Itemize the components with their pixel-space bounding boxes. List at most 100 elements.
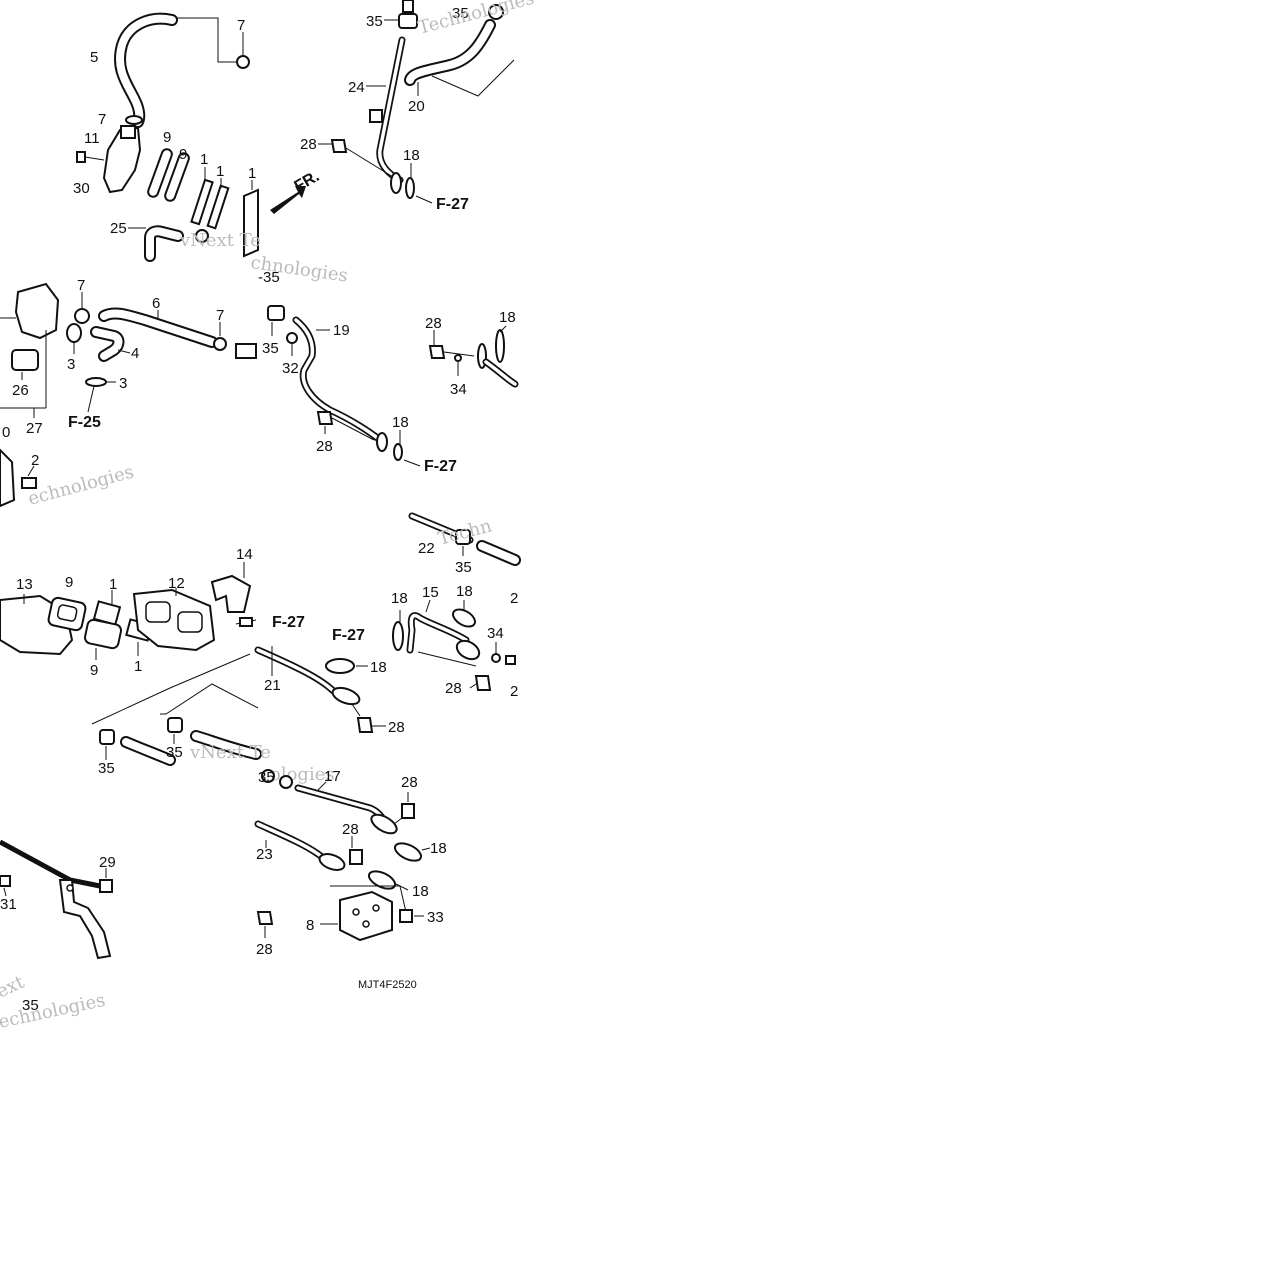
- watermark: vNext Te: [189, 742, 271, 763]
- label-18: 18: [403, 147, 420, 164]
- o-ring-3: [66, 323, 82, 343]
- label-7: 7: [237, 17, 245, 34]
- label-27: 27: [26, 420, 43, 437]
- clamp-35: [488, 4, 504, 20]
- panel-2: 35 35 24 20 28 18 F-27 Technologies: [300, 0, 536, 213]
- clamp-35: [267, 305, 285, 321]
- flange: [318, 853, 346, 871]
- flange: [370, 813, 398, 835]
- bolt-33: [399, 909, 413, 923]
- clamp-7: [74, 308, 90, 324]
- label-18: 18: [392, 414, 409, 431]
- label-18: 18: [430, 840, 447, 857]
- washer-34: [491, 653, 501, 663]
- bolt-28: [401, 803, 415, 819]
- label-12: 12: [168, 575, 185, 592]
- panel-5: 13 9 1 12 14 9 1 35 35 F-27 vNext Te: [0, 546, 305, 777]
- pipe-24-flange: [390, 172, 402, 194]
- gasket-18: [495, 329, 505, 363]
- bolt: [239, 617, 253, 627]
- bolt-29: [99, 879, 113, 893]
- panel-4: 35 19 32 18 28 28 18 34 F-27: [262, 305, 519, 475]
- watermark: echnologies: [26, 461, 136, 509]
- label-1: 1: [200, 151, 208, 168]
- clamp-35: [167, 717, 183, 733]
- label-34: 34: [487, 625, 504, 642]
- label-17: 17: [324, 768, 341, 785]
- label-28: 28: [300, 136, 317, 153]
- label-28: 28: [342, 821, 359, 838]
- label-3: 3: [67, 356, 75, 373]
- label-24: 24: [348, 79, 365, 96]
- label-25: 25: [110, 220, 127, 237]
- label-28: 28: [256, 941, 273, 958]
- label-35: 35: [452, 5, 469, 22]
- clamp-7-lower: [125, 115, 143, 125]
- o-ring-3: [85, 377, 107, 387]
- label-35: 35: [262, 340, 279, 357]
- label-32: 32: [282, 360, 299, 377]
- label-23: 23: [256, 846, 273, 863]
- label-35: 35: [455, 559, 472, 576]
- label-9: 9: [179, 146, 187, 163]
- gasket-18: [393, 443, 403, 461]
- reed-1a: [190, 178, 214, 226]
- reference-f27: F-27: [332, 627, 365, 644]
- label-15: 15: [422, 584, 439, 601]
- panel-6: 22 35 18 15 18 2 34 18 21 28 2 28 F-27 T…: [254, 512, 521, 785]
- label-2: 2: [510, 590, 518, 607]
- label-22: 22: [418, 540, 435, 557]
- label-28: 28: [316, 438, 333, 455]
- pipe-19-flange: [376, 432, 388, 452]
- label-9: 9: [65, 574, 73, 591]
- reed-valve-body-11: [102, 126, 142, 194]
- pipe-24-bracket: [369, 109, 383, 123]
- clamp-7-top: [236, 55, 250, 69]
- label-18: 18: [370, 659, 387, 676]
- label-3: 3: [119, 375, 127, 392]
- bolt-28: [349, 849, 363, 865]
- nut-28: [256, 911, 274, 925]
- flange-18: [367, 870, 397, 890]
- label-1: 1: [216, 163, 224, 180]
- label-20: 20: [408, 98, 425, 115]
- label-18: 18: [499, 309, 516, 326]
- reed-cover-side: [0, 448, 16, 508]
- label-1: 1: [109, 576, 117, 593]
- gasket-9a: [147, 148, 173, 198]
- rubber-mount-26: [11, 349, 39, 371]
- label-7: 7: [216, 307, 224, 324]
- bolt-28: [330, 139, 348, 153]
- flange-18: [393, 842, 423, 862]
- reference-f27: F-27: [272, 614, 305, 631]
- gasket-9b: [164, 152, 190, 202]
- label-18: 18: [456, 583, 473, 600]
- clamp-35: [398, 13, 418, 29]
- label-33: 33: [427, 909, 444, 926]
- label-28: 28: [425, 315, 442, 332]
- flange-18: [452, 608, 476, 628]
- label-28: 28: [445, 680, 462, 697]
- label-4: 4: [131, 345, 139, 362]
- label-11: 11: [84, 130, 100, 147]
- label-18: 18: [391, 590, 408, 607]
- bolt-28: [474, 675, 492, 691]
- gasket-18: [405, 177, 415, 199]
- reed-cover-12: [132, 588, 216, 652]
- bolt: [505, 655, 516, 665]
- watermark: 35: [258, 769, 275, 786]
- reed-1b: [206, 184, 230, 230]
- flange-18: [331, 686, 361, 706]
- label-29: 29: [99, 854, 116, 871]
- label-34: 34: [450, 381, 467, 398]
- label-26: 26: [12, 382, 29, 399]
- label-35: 35: [366, 13, 383, 30]
- washer-34: [454, 354, 462, 362]
- watermark: Technologies: [416, 0, 537, 39]
- clamp-32: [286, 332, 298, 344]
- label-35: 35: [22, 997, 39, 1014]
- watermark: vNext Te: [179, 230, 261, 251]
- clamp-35: [455, 529, 471, 545]
- panel-3: 7 6 7 3 4 3 26 27 0 2 F-25 echnologies: [0, 277, 257, 510]
- reference-f27: F-27: [436, 196, 469, 213]
